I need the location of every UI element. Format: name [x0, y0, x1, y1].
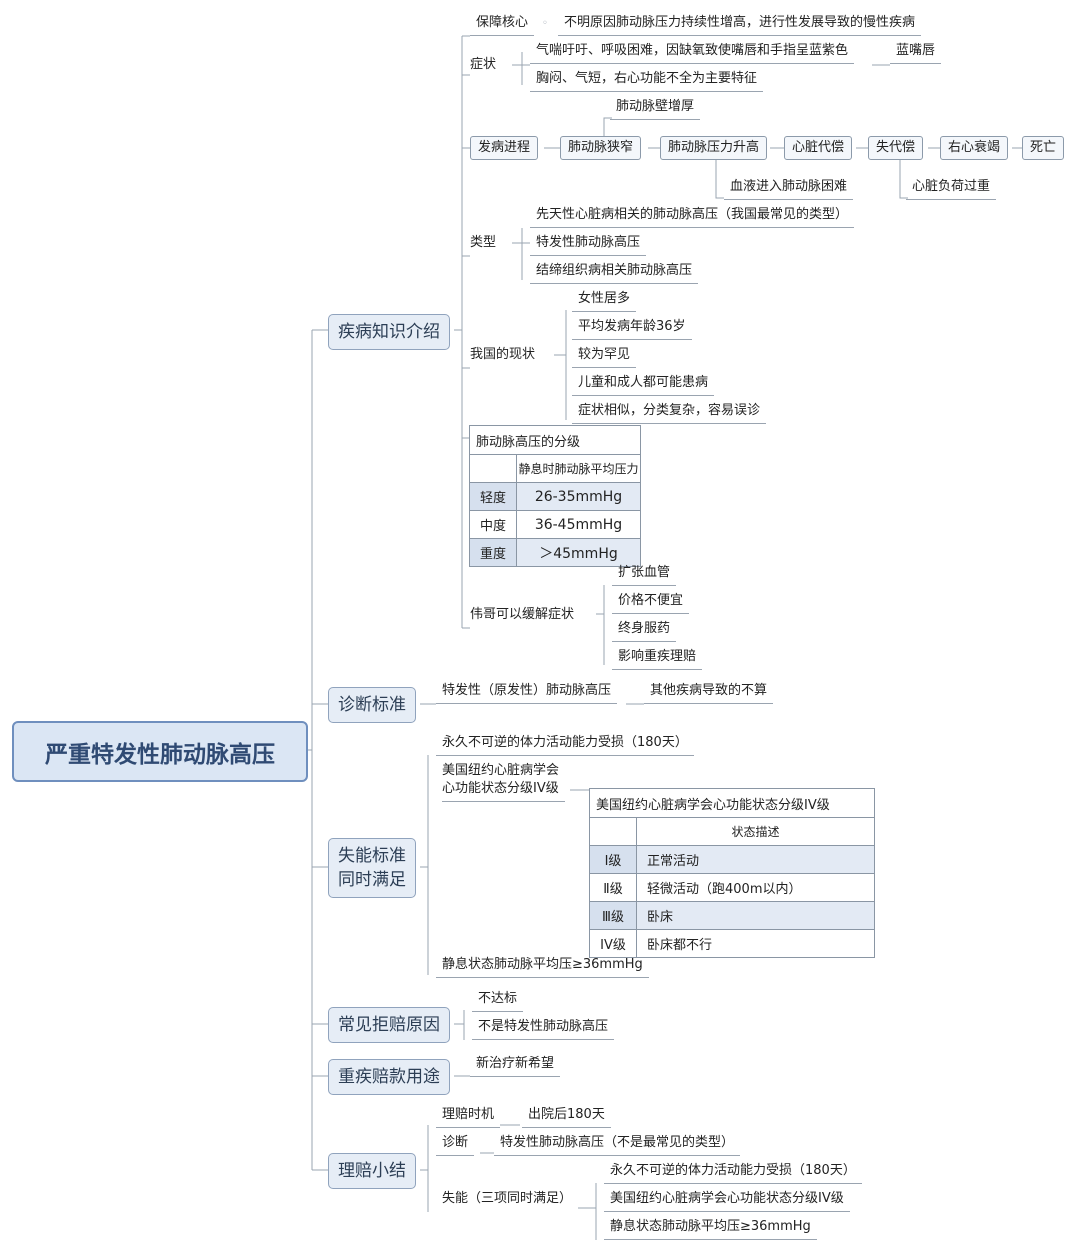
grade-mild: 轻度 [469, 482, 517, 511]
disability-item-3[interactable]: 静息状态肺动脉平均压≥36mmHg [436, 956, 649, 978]
progress-label[interactable]: 发病进程 [470, 136, 539, 160]
disability-item-2-line1: 美国纽约心脏病学会 [442, 763, 560, 778]
diagnosis-note[interactable]: 其他疾病导致的不算 [644, 682, 774, 704]
summary-diag-text[interactable]: 特发性肺动脉高压（不是最常见的类型） [494, 1134, 741, 1156]
core-text[interactable]: 不明原因肺动脉压力持续性增高，进行性发展导致的慢性疾病 [558, 14, 922, 36]
progress-step-1[interactable]: 肺动脉狭窄 [560, 136, 642, 160]
progress-note-blood[interactable]: 血液进入肺动脉困难 [724, 178, 854, 200]
summary-timing-text[interactable]: 出院后180天 [522, 1106, 611, 1128]
grade-severe-value: ＞45mmHg [516, 538, 641, 567]
branch-claim-usage[interactable]: 重疾赔款用途 [328, 1059, 450, 1095]
summary-disab-item-2[interactable]: 美国纽约心脏病学会心功能状态分级IV级 [604, 1190, 850, 1212]
disability-item-2[interactable]: 美国纽约心脏病学会 心功能状态分级IV级 [442, 762, 565, 802]
type-item-3[interactable]: 结缔组织病相关肺动脉高压 [530, 262, 699, 284]
grade-moderate: 中度 [469, 510, 517, 539]
summary-diag-label[interactable]: 诊断 [436, 1134, 475, 1156]
type-item-2[interactable]: 特发性肺动脉高压 [530, 234, 647, 256]
rejection-item-1[interactable]: 不达标 [472, 990, 524, 1012]
status-label[interactable]: 我国的现状 [470, 347, 536, 362]
link-dot-icon: ◦ [542, 18, 548, 29]
summary-disab-item-1[interactable]: 永久不可逆的体力活动能力受损（180天） [604, 1162, 862, 1184]
grading-table-header: 静息时肺动脉平均压力 [516, 454, 641, 483]
symptom-item-1[interactable]: 气喘吁吁、呼吸困难，因缺氧致使嘴唇和手指呈蓝紫色 [530, 42, 855, 64]
summary-disab-label[interactable]: 失能（三项同时满足） [442, 1191, 573, 1206]
grade-moderate-value: 36-45mmHg [516, 510, 641, 539]
status-item-1[interactable]: 女性居多 [572, 290, 637, 312]
types-label[interactable]: 类型 [470, 235, 497, 250]
nyha-table-title: 美国纽约心脏病学会心功能状态分级IV级 [589, 788, 875, 818]
nyha-level-3: Ⅲ级 [589, 901, 637, 930]
grade-mild-value: 26-35mmHg [516, 482, 641, 511]
nyha-level-2: Ⅱ级 [589, 873, 637, 902]
branch-diagnosis[interactable]: 诊断标准 [328, 687, 416, 723]
grading-table-title: 肺动脉高压的分级 [469, 425, 641, 455]
branch-disease-knowledge[interactable]: 疾病知识介绍 [328, 314, 450, 350]
rejection-item-2[interactable]: 不是特发性肺动脉高压 [472, 1018, 615, 1040]
symptoms-label[interactable]: 症状 [470, 57, 497, 72]
claim-usage-item[interactable]: 新治疗新希望 [470, 1055, 561, 1077]
progress-step-5[interactable]: 右心衰竭 [940, 136, 1009, 160]
diagnosis-item[interactable]: 特发性（原发性）肺动脉高压 [436, 682, 618, 704]
status-item-4[interactable]: 儿童和成人都可能患病 [572, 374, 715, 396]
disability-label-line2: 同时满足 [338, 870, 406, 890]
symptom-blue-lips[interactable]: 蓝嘴唇 [890, 42, 942, 64]
summary-timing-label[interactable]: 理赔时机 [436, 1106, 501, 1128]
disability-item-1[interactable]: 永久不可逆的体力活动能力受损（180天） [436, 734, 694, 756]
progress-step-6[interactable]: 死亡 [1022, 136, 1065, 160]
status-item-5[interactable]: 症状相似，分类复杂，容易误诊 [572, 402, 767, 424]
branch-rejection-reasons[interactable]: 常见拒赔原因 [328, 1007, 450, 1043]
core-label[interactable]: 保障核心 [470, 14, 535, 36]
nyha-level-1-desc: 正常活动 [636, 845, 875, 874]
progress-step-2[interactable]: 肺动脉压力升高 [660, 136, 768, 160]
nyha-table: 美国纽约心脏病学会心功能状态分级IV级 状态描述 Ⅰ级正常活动 Ⅱ级轻微活动（跑… [589, 788, 875, 958]
viagra-label[interactable]: 伟哥可以缓解症状 [470, 607, 575, 622]
nyha-level-4: IV级 [589, 929, 637, 958]
progress-step-3[interactable]: 心脏代偿 [784, 136, 853, 160]
disability-label-line1: 失能标准 [338, 846, 406, 866]
root-topic[interactable]: 严重特发性肺动脉高压 [12, 721, 308, 782]
status-item-3[interactable]: 较为罕见 [572, 346, 637, 368]
branch-claim-summary[interactable]: 理赔小结 [328, 1153, 416, 1189]
status-item-2[interactable]: 平均发病年龄36岁 [572, 318, 692, 340]
nyha-level-1: Ⅰ级 [589, 845, 637, 874]
viagra-item-3[interactable]: 终身服药 [612, 620, 677, 642]
nyha-level-3-desc: 卧床 [636, 901, 875, 930]
viagra-item-4[interactable]: 影响重疾理赔 [612, 648, 703, 670]
disability-item-2-line2: 心功能状态分级IV级 [442, 780, 565, 802]
viagra-item-2[interactable]: 价格不便宜 [612, 592, 690, 614]
viagra-item-1[interactable]: 扩张血管 [612, 564, 677, 586]
symptom-item-2[interactable]: 胸闷、气短，右心功能不全为主要特征 [530, 70, 764, 92]
nyha-table-header: 状态描述 [636, 817, 875, 846]
type-item-1[interactable]: 先天性心脏病相关的肺动脉高压（我国最常见的类型） [530, 206, 855, 228]
grade-severe: 重度 [469, 538, 517, 567]
progress-note-load[interactable]: 心脏负荷过重 [906, 178, 997, 200]
branch-disability[interactable]: 失能标准 同时满足 [328, 838, 416, 898]
nyha-level-4-desc: 卧床都不行 [636, 929, 875, 958]
nyha-level-2-desc: 轻微活动（跑400m以内） [636, 873, 875, 902]
summary-disab-item-3[interactable]: 静息状态肺动脉平均压≥36mmHg [604, 1218, 817, 1240]
progress-step-4[interactable]: 失代偿 [868, 136, 924, 160]
progress-note-wall[interactable]: 肺动脉壁增厚 [610, 98, 701, 120]
